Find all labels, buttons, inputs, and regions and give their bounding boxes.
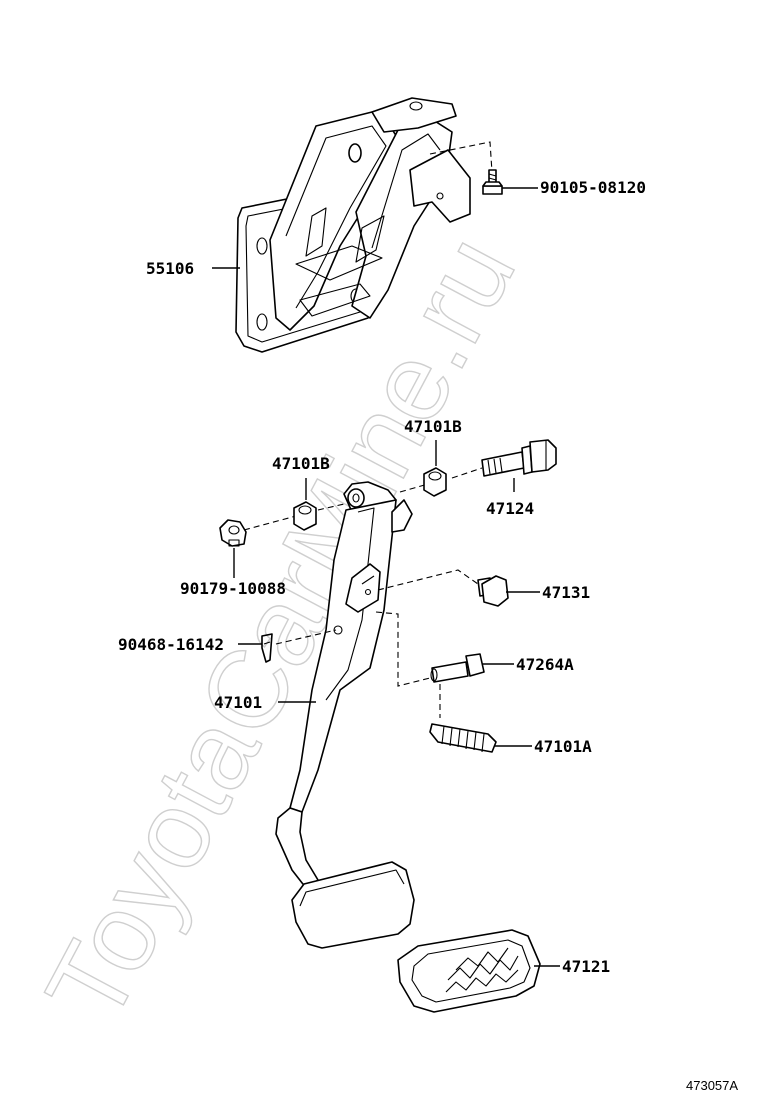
leader-lines — [212, 187, 560, 967]
label-47124: 47124 — [486, 499, 534, 518]
label-47131: 47131 — [542, 583, 590, 602]
pedal-arm-47101 — [275, 481, 415, 949]
label-47101a: 47101A — [534, 737, 592, 756]
diagram-code: 473057A — [686, 1078, 738, 1093]
label-47101: 47101 — [214, 693, 262, 712]
clip-90468-16142 — [261, 629, 337, 663]
label-90105-08120: 90105-08120 — [540, 178, 646, 197]
bushing-left-47101b — [293, 501, 317, 531]
bracket-55106 — [235, 97, 471, 353]
label-47101b-left: 47101B — [272, 454, 330, 473]
bolt-90105-08120 — [429, 141, 503, 195]
pin-47264a — [375, 611, 485, 687]
label-47101b-right: 47101B — [404, 417, 462, 436]
label-55106: 55106 — [146, 259, 194, 278]
label-90179-10088: 90179-10088 — [180, 579, 286, 598]
pivot-axis — [243, 467, 483, 531]
bushing-right-47101b — [423, 467, 447, 497]
pedal-pad-47121 — [397, 929, 541, 1013]
label-47121: 47121 — [562, 957, 610, 976]
label-90468-16142: 90468-16142 — [118, 635, 224, 654]
pivot-bolt-47124 — [481, 439, 557, 477]
label-47264a: 47264A — [516, 655, 574, 674]
stopper-47131 — [377, 569, 509, 607]
cushion-47101a — [429, 684, 497, 753]
nut-90179-10088 — [219, 519, 247, 547]
